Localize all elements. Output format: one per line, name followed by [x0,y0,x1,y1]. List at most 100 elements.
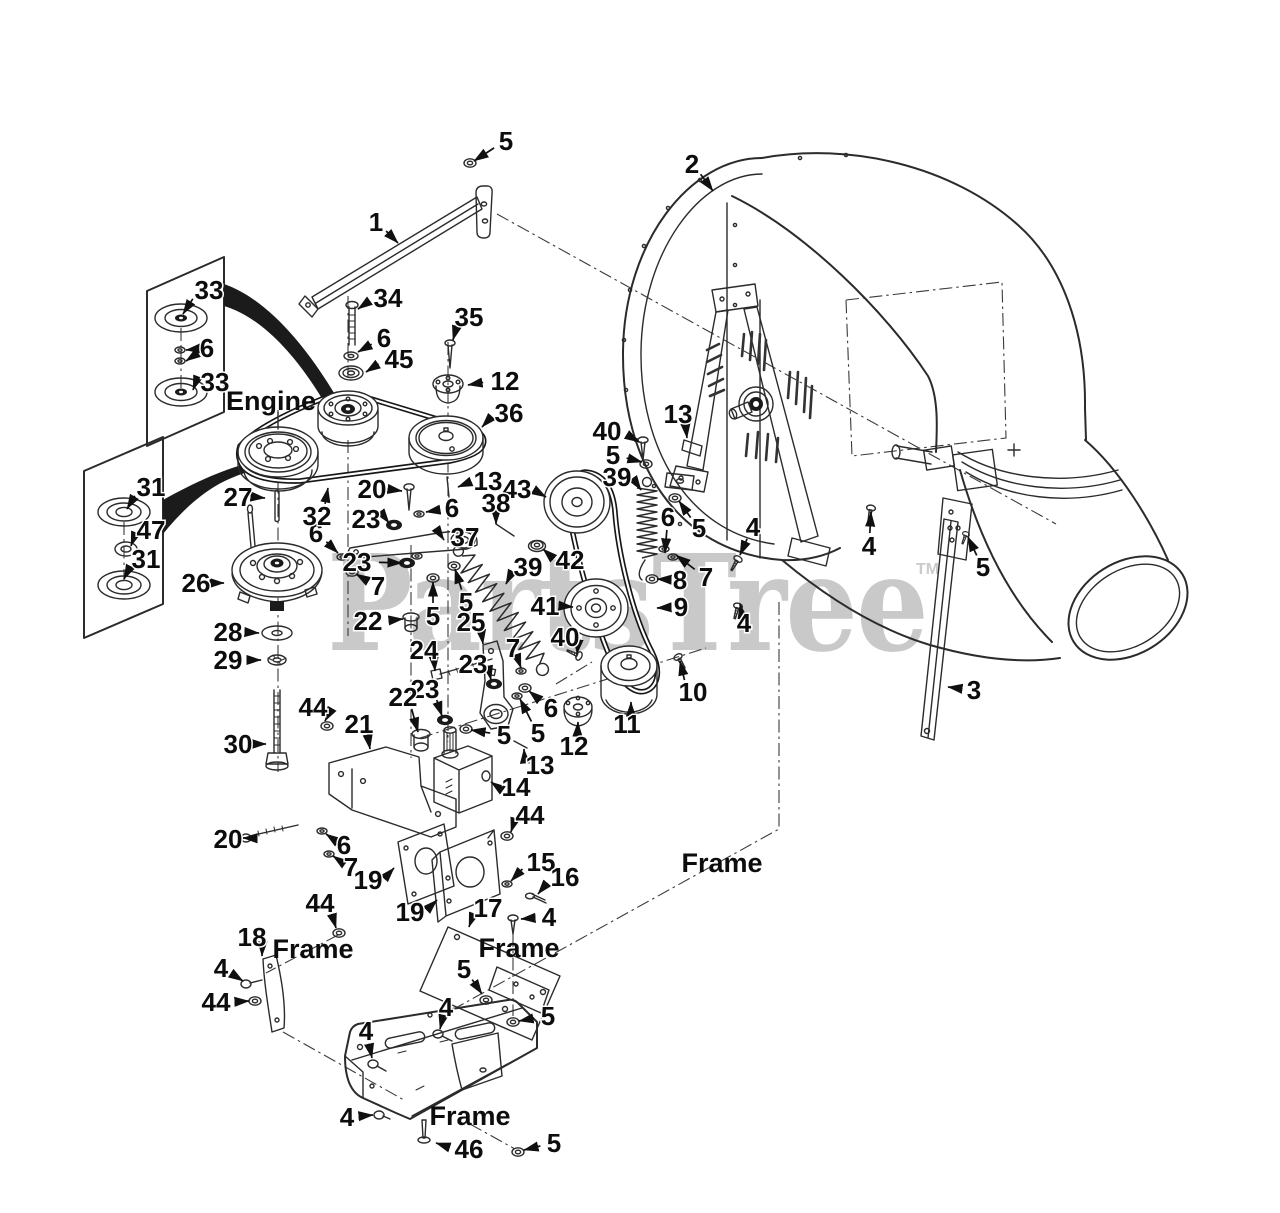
callout-arrow [355,573,372,586]
callout-arrow [626,453,643,464]
bolt-34-stack [338,300,364,381]
callout-arrow [376,508,390,524]
callout-16: 16 [551,862,580,892]
callout-arrow [244,626,260,638]
callout-24: 24 [410,635,439,665]
callout-arrow [523,1141,541,1152]
electric-clutch-group [231,489,323,771]
construction-lines [123,213,1057,1150]
callout-4: 4 [214,953,229,983]
callout-41: 41 [531,591,560,621]
callout-33: 33 [195,275,224,305]
callout-31: 31 [132,544,161,574]
callout-arrow [678,660,689,681]
callout-2: 2 [685,149,699,179]
callout-7: 7 [371,571,385,601]
callout-arrow [628,475,642,491]
callout-arrow [542,548,558,563]
watermark-trademark: TM [916,561,939,578]
callout-arrow [428,656,439,672]
callout-12: 12 [491,366,520,396]
callout-arrow [227,968,244,982]
callout-6: 6 [377,323,391,353]
callout-6: 6 [544,693,558,723]
callout-19: 19 [396,897,425,927]
callout-arrow [518,1013,535,1024]
callout-arrow [739,538,751,556]
callout-43: 43 [503,474,532,504]
callout-arrow [675,554,696,570]
callout-6: 6 [661,502,675,532]
callout-15: 15 [527,847,556,877]
callout-arrow [475,628,487,645]
callout-arrow [182,298,196,315]
callout-44: 44 [306,888,335,918]
callout-4: 4 [439,992,454,1022]
callout-31: 31 [137,472,166,502]
callout-arrow [357,296,373,310]
callout-3: 3 [967,675,981,705]
callout-38: 38 [482,488,511,518]
callout-arrow [490,781,506,795]
text-label-frame: Frame [681,848,762,878]
callout-11: 11 [613,709,641,739]
callout-40: 40 [551,622,580,652]
screw-35-hub-12 [432,339,464,404]
callout-44: 44 [299,692,328,722]
callout-layer: 5123464535123633633314731272628293044212… [123,125,992,1166]
callout-28: 28 [214,617,243,647]
callout-4: 4 [746,512,761,542]
callout-arrow [358,1111,374,1122]
callout-arrow [473,147,495,162]
callout-5: 5 [547,1128,561,1158]
callout-arrow [469,979,483,995]
callout-arrow [505,568,518,585]
callout-arrow [623,430,640,443]
callout-arrow [573,638,584,655]
callout-arrow [365,359,382,373]
callout-5: 5 [459,587,473,617]
callout-arrow [510,816,521,833]
callout-arrow [468,911,479,928]
text-label-frame: Frame [272,934,353,964]
callout-arrow [470,727,491,738]
callout-5: 5 [976,552,990,582]
callout-arrow [185,348,201,362]
frame-group [240,823,561,1157]
callout-5: 5 [426,601,440,631]
callout-5: 5 [499,126,513,156]
callout-arrow [320,487,331,505]
callout-1: 1 [369,207,383,237]
callout-34: 34 [374,283,403,313]
tension-springs [452,476,658,677]
callout-10: 10 [679,677,708,707]
callout-7: 7 [699,562,713,592]
callout-arrow [192,374,203,391]
callout-33: 33 [201,367,230,397]
ribbon-arrow-top [224,284,337,407]
callout-35: 35 [455,302,484,332]
callout-arrow [678,500,692,519]
callout-arrow [357,340,374,353]
callout-23: 23 [343,547,372,577]
callout-40: 40 [593,416,622,446]
callout-arrow [699,173,714,192]
callout-arrow [661,529,672,554]
callout-arrow [325,833,341,847]
callout-arrow [123,563,136,580]
support-bracket [298,158,493,318]
idler-arm-25-cluster [411,640,585,752]
callout-arrow [386,483,403,495]
callout-arrow [865,511,876,534]
callout-17: 17 [474,893,503,923]
callout-arrow [520,912,536,923]
callout-39: 39 [603,462,632,492]
callout-4: 4 [862,531,877,561]
callout-37: 37 [451,522,480,552]
callout-5: 5 [541,1001,555,1031]
callout-8: 8 [673,565,687,595]
callout-arrow [454,568,465,590]
callout-5: 5 [606,440,620,470]
callout-arrow [364,1042,375,1059]
